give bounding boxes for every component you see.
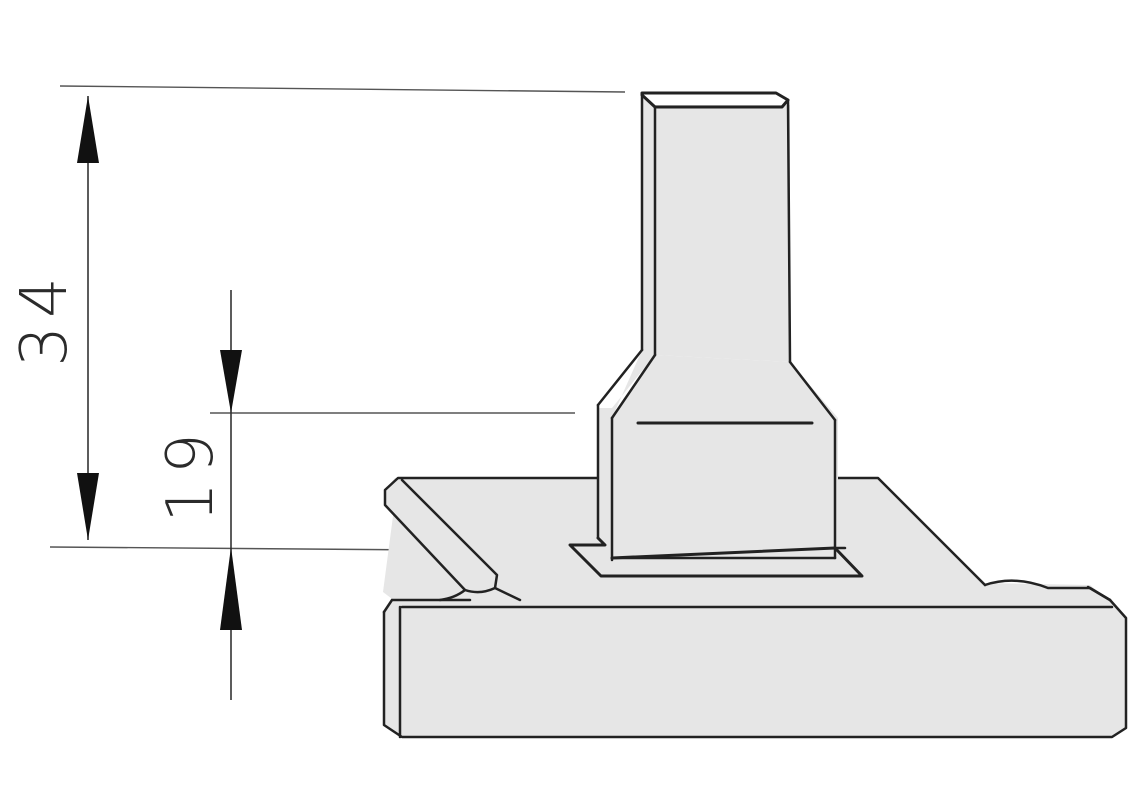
column-lower-face bbox=[612, 418, 838, 575]
column-stem-outline bbox=[640, 91, 790, 109]
column-base-bottom bbox=[610, 546, 847, 560]
arrow-up-icon bbox=[77, 96, 99, 163]
base-plate-front-face bbox=[384, 600, 1126, 737]
column-stem-edges bbox=[640, 93, 792, 364]
arrow-down-icon bbox=[77, 473, 99, 540]
column-chamfer-face bbox=[612, 355, 838, 418]
arrow-down-icon bbox=[220, 350, 242, 413]
dimension-overall-height: 34 bbox=[8, 96, 99, 540]
extension-line-top bbox=[59, 85, 626, 93]
column-stem-side bbox=[570, 95, 655, 575]
base-plate-left-rail bbox=[385, 478, 496, 592]
dimension-label-base: 19 bbox=[154, 425, 228, 522]
base-plate-right-edge bbox=[836, 476, 987, 587]
dimension-base-height: 19 bbox=[154, 290, 242, 700]
column-stem-face bbox=[655, 105, 790, 362]
base-plate-front-outline bbox=[382, 598, 1128, 739]
column-chamfer-edges bbox=[596, 348, 837, 422]
dimension-label-overall: 34 bbox=[8, 269, 82, 366]
column bbox=[568, 91, 864, 578]
base-plate-right-notch bbox=[983, 579, 1112, 602]
column-lower-edges bbox=[596, 403, 837, 562]
base-plate-left-notch bbox=[438, 586, 522, 602]
arrow-up-icon bbox=[220, 547, 242, 630]
